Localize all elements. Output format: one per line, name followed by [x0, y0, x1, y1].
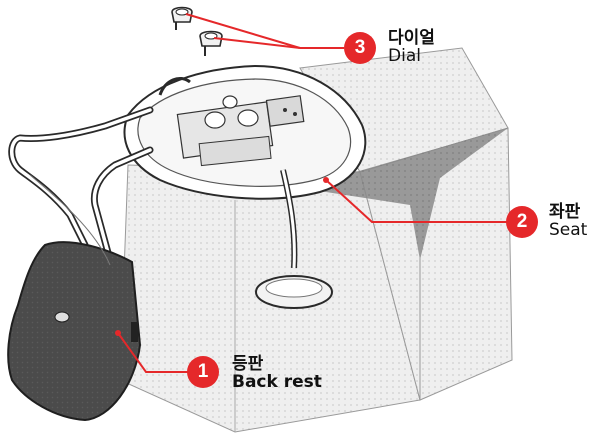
callout-label-seat: 좌판 Seat: [549, 202, 588, 240]
callout-english-back-rest: Back rest: [232, 371, 322, 392]
seat: [123, 64, 367, 309]
callout-korean-back-rest: 등판: [232, 354, 264, 374]
leader-line-dial-lower: [213, 37, 301, 49]
callout-korean-dial: 다이얼: [388, 28, 435, 48]
leader-lines: [115, 13, 514, 373]
callout-korean-seat: 좌판: [549, 202, 581, 222]
box-shadow-face: [300, 128, 508, 260]
callout-label-back-rest: 등판 Back rest: [232, 354, 322, 392]
back-rest-panel: [7, 241, 142, 422]
callout-english-dial: Dial: [388, 45, 421, 66]
callout-number-back-rest: 1: [187, 356, 219, 388]
callout-number-dial: 3: [344, 32, 376, 64]
callout-number-seat: 2: [506, 206, 538, 238]
back-rest: [7, 106, 154, 422]
callout-label-dial: 다이얼 Dial: [388, 28, 435, 66]
leader-line-seat: [325, 179, 514, 223]
leader-line-back-rest: [117, 332, 188, 373]
dial-icon-upper: [171, 6, 193, 30]
dial-icon-lower: [199, 30, 223, 56]
dial-parts: [171, 6, 223, 56]
leader-line-dial-upper: [185, 13, 301, 49]
callout-english-seat: Seat: [549, 219, 588, 240]
